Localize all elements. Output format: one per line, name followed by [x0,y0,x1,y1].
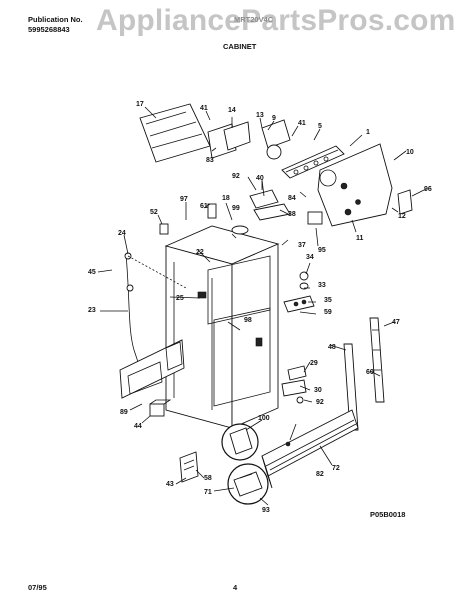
publication-number: 5995268843 [28,25,70,34]
part-label-97: 97 [180,196,188,203]
part-label-48: 48 [328,344,336,351]
part-label-12: 12 [398,213,406,220]
part-label-72: 72 [332,465,340,472]
part-label-83: 83 [206,157,214,164]
part-label-9: 9 [272,115,276,122]
hinge-bracket [283,271,315,313]
part-label-82: 82 [316,471,324,478]
part-label-52: 52 [150,209,158,216]
damper-assembly [223,119,291,160]
drain-tube [124,252,187,363]
part-label-40: 40 [256,175,264,182]
publication-label: Publication No. [28,15,83,24]
part-label-58: 58 [204,475,212,482]
leader-lines [97,106,427,506]
part-label-13: 13 [256,112,264,119]
part-label-33: 33 [318,282,326,289]
part-label-37: 37 [298,242,306,249]
lower-hinge [281,365,307,404]
part-label-44: 44 [134,423,142,430]
cabinet-shell [164,225,280,429]
part-label-14: 14 [228,107,236,114]
part-label-95: 95 [318,247,326,254]
watermark: AppliancePartsPros.com [96,4,456,37]
part-label-29: 29 [310,360,318,367]
part-label-1: 1 [366,129,370,136]
part-labels: 17 41 14 13 9 41 5 1 10 96 12 11 95 38 92 40 83 84 18 97 52 6… [88,101,432,514]
part-label-18: 18 [222,195,230,202]
back-panel [317,143,413,227]
part-label-23: 23 [88,307,96,314]
part-label-38: 38 [288,211,296,218]
page-number: 4 [233,583,238,592]
part-label-84: 84 [288,195,296,202]
door-strips [343,317,385,431]
diagram-code: P05B0018 [370,510,406,519]
part-label-92: 92 [316,399,324,406]
part-label-35: 35 [324,297,332,304]
part-label-10: 10 [406,149,414,156]
toe-grille [119,339,185,399]
part-label-34: 34 [306,254,314,261]
part-label-59: 59 [324,309,332,316]
part-label-71: 71 [204,489,212,496]
part-label-93: 93 [262,507,270,514]
part-label-22: 22 [196,249,204,256]
part-label-98: 98 [244,317,252,324]
base-grille [261,409,359,489]
part-label-61: 61 [200,203,208,210]
footer-date: 07/95 [28,583,47,592]
part-label-24: 24 [118,230,126,237]
section-title: CABINET [223,42,257,51]
part-label-41: 41 [298,120,306,127]
roller-assembly [227,463,269,505]
air-duct [281,145,345,179]
part-label-11: 11 [356,235,364,242]
leveling-leg [179,451,199,483]
relay-bracket [149,399,172,417]
part-label-45: 45 [88,269,96,276]
evaporator-cover [139,103,237,163]
part-label-60: 60 [366,369,374,376]
part-label-30: 30 [314,387,322,394]
part-label-89: 89 [120,409,128,416]
part-label-92: 92 [232,173,240,180]
part-label-43: 43 [166,481,174,488]
part-label-41: 41 [200,105,208,112]
part-label-96: 96 [424,186,432,193]
part-label-5: 5 [318,123,322,130]
part-label-100: 100 [258,415,270,422]
part-label-99: 99 [232,205,240,212]
part-label-17: 17 [136,101,144,108]
part-label-47: 47 [392,319,400,326]
part-label-25: 25 [176,295,184,302]
model-number: MRT20V4C [234,15,274,24]
drain-pan [221,423,259,461]
